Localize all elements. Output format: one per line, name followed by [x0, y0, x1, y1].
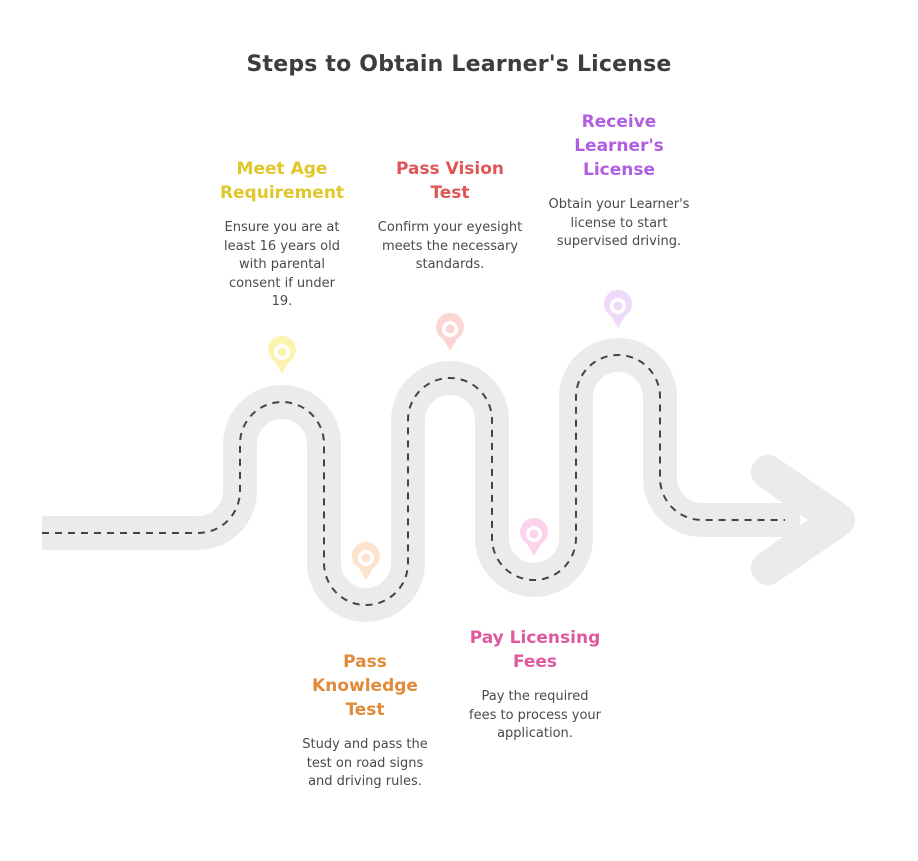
- step-pass-vision-test: Pass Vision Test Confirm your eyesight m…: [372, 157, 528, 275]
- step-title-line: Pass Vision: [395, 159, 505, 179]
- step-description: Obtain your Learner's license to start s…: [548, 197, 690, 249]
- location-pin-icon: [352, 541, 380, 580]
- step-receive-learners-license: Receive Learner's License Obtain your Le…: [540, 110, 698, 252]
- step-title: Receive Learner's License: [540, 110, 698, 182]
- step-title-line: Fees: [512, 652, 558, 672]
- step-description: Confirm your eyesight meets the necessar…: [377, 220, 523, 272]
- location-pin-icon: [604, 289, 632, 328]
- step-title-line: Pay Licensing: [469, 628, 601, 648]
- step-title: Pay Licensing Fees: [452, 626, 618, 674]
- step-title-line: License: [582, 160, 656, 180]
- step-title-line: Meet Age: [236, 159, 328, 179]
- diagram-title: Steps to Obtain Learner's License: [246, 52, 672, 77]
- step-title: Meet Age Requirement: [207, 157, 357, 205]
- road-path: [42, 338, 800, 622]
- step-title: Pass Knowledge Test: [290, 650, 440, 722]
- step-title-line: Requirement: [219, 183, 345, 203]
- step-title-line: Pass: [343, 652, 387, 672]
- arrow-head-icon: [751, 455, 855, 585]
- location-pin-icon: [436, 312, 464, 351]
- step-title-line: Test: [430, 183, 470, 203]
- step-description: Study and pass the test on road signs an…: [302, 737, 428, 789]
- road-centerline: [42, 354, 785, 606]
- step-pass-knowledge-test: Pass Knowledge Test Study and pass the t…: [290, 650, 440, 792]
- step-title: Pass Vision Test: [372, 157, 528, 205]
- step-title-line: Learner's: [574, 136, 664, 156]
- step-description: Ensure you are at least 16 years old wit…: [224, 220, 340, 309]
- step-description: Pay the required fees to process your ap…: [469, 689, 601, 741]
- step-title-line: Test: [345, 700, 385, 720]
- step-title-line: Receive: [581, 112, 657, 132]
- step-pay-licensing-fees: Pay Licensing Fees Pay the required fees…: [452, 626, 618, 744]
- location-pin-icon: [268, 335, 296, 374]
- step-title-line: Knowledge: [312, 676, 418, 696]
- location-pin-icon: [520, 517, 548, 556]
- step-meet-age-requirement: Meet Age Requirement Ensure you are at l…: [207, 157, 357, 312]
